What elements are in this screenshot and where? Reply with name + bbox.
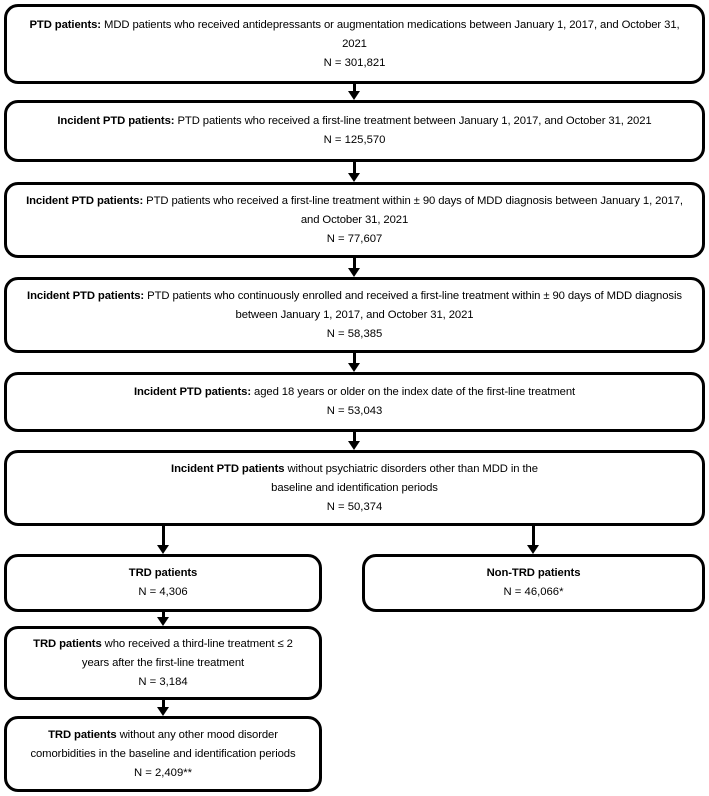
- node-incident-ptd-age-18-body: aged 18 years or older on the index date…: [251, 386, 576, 398]
- node-trd-patients-count: N = 4,306: [138, 586, 188, 598]
- node-incident-ptd-90-days-count: N = 77,607: [326, 232, 383, 245]
- node-incident-ptd-no-psychiatric-lead: Incident PTD patients: [171, 462, 285, 475]
- node-incident-ptd-first-line: Incident PTD patients: PTD patients who …: [4, 100, 705, 162]
- node-trd-third-line: TRD patients who received a third-line t…: [4, 626, 322, 700]
- node-trd-no-mood-comorbidities-lead: TRD patients: [48, 728, 117, 741]
- node-incident-ptd-continuously-enrolled-count: N = 58,385: [326, 327, 383, 340]
- node-trd-third-line-count: N = 3,184: [138, 675, 188, 688]
- node-trd-patients: TRD patients N = 4,306: [4, 554, 322, 612]
- node-incident-ptd-age-18-lead: Incident PTD patients:: [133, 386, 251, 398]
- node-trd-no-mood-comorbidities: TRD patients without any other mood diso…: [4, 716, 322, 792]
- node-trd-no-mood-comorbidities-text: TRD patients without any other mood diso…: [25, 726, 301, 764]
- node-incident-ptd-first-line-count: N = 125,570: [323, 134, 386, 146]
- node-incident-ptd-continuously-enrolled: Incident PTD patients: PTD patients who …: [4, 277, 705, 353]
- node-incident-ptd-first-line-text: Incident PTD patients: PTD patients who …: [57, 112, 651, 131]
- node-non-trd-patients-count: N = 46,066*: [503, 586, 564, 598]
- node-trd-third-line-text: TRD patients who received a third-line t…: [27, 635, 299, 673]
- node-incident-ptd-90-days-lead: Incident PTD patients:: [26, 194, 144, 207]
- node-incident-ptd-90-days: Incident PTD patients: PTD patients who …: [4, 182, 705, 258]
- node-incident-ptd-no-psychiatric: Incident PTD patients without psychiatri…: [4, 450, 705, 526]
- node-incident-ptd-continuously-enrolled-lead: Incident PTD patients:: [27, 289, 145, 302]
- node-incident-ptd-continuously-enrolled-body: PTD patients who continuously enrolled a…: [144, 289, 682, 321]
- node-trd-no-mood-comorbidities-body: without any other mood disorder comorbid…: [30, 728, 296, 760]
- node-trd-third-line-lead: TRD patients: [33, 637, 102, 650]
- node-ptd-patients-body: MDD patients who received antidepressant…: [100, 18, 680, 50]
- node-ptd-patients-count: N = 301,821: [323, 56, 386, 69]
- node-ptd-patients-lead: PTD patients:: [29, 18, 101, 31]
- node-incident-ptd-no-psychiatric-body: without psychiatric disorders other than…: [271, 462, 538, 494]
- node-incident-ptd-90-days-body: PTD patients who received a first-line t…: [143, 194, 683, 226]
- node-trd-patients-text: TRD patients: [128, 564, 198, 583]
- node-incident-ptd-continuously-enrolled-text: Incident PTD patients: PTD patients who …: [21, 287, 688, 325]
- node-incident-ptd-age-18-text: Incident PTD patients: aged 18 years or …: [134, 383, 575, 402]
- node-incident-ptd-age-18-count: N = 53,043: [326, 405, 383, 417]
- node-incident-ptd-no-psychiatric-text: Incident PTD patients without psychiatri…: [157, 460, 552, 498]
- node-ptd-patients: PTD patients: MDD patients who received …: [4, 4, 705, 84]
- node-non-trd-patients-text: Non-TRD patients: [487, 564, 581, 583]
- node-ptd-patients-text: PTD patients: MDD patients who received …: [21, 16, 688, 54]
- node-trd-third-line-body: who received a third-line treatment ≤ 2 …: [81, 637, 293, 669]
- node-incident-ptd-no-psychiatric-count: N = 50,374: [326, 500, 383, 513]
- node-incident-ptd-first-line-body: PTD patients who received a first-line t…: [174, 115, 652, 127]
- node-trd-no-mood-comorbidities-count: N = 2,409**: [133, 766, 193, 779]
- node-incident-ptd-first-line-lead: Incident PTD patients:: [57, 115, 175, 127]
- node-non-trd-patients-lead: Non-TRD patients: [486, 567, 581, 579]
- node-trd-patients-lead: TRD patients: [128, 567, 198, 579]
- node-incident-ptd-age-18: Incident PTD patients: aged 18 years or …: [4, 372, 705, 432]
- node-incident-ptd-90-days-text: Incident PTD patients: PTD patients who …: [21, 192, 688, 230]
- node-non-trd-patients: Non-TRD patients N = 46,066*: [362, 554, 705, 612]
